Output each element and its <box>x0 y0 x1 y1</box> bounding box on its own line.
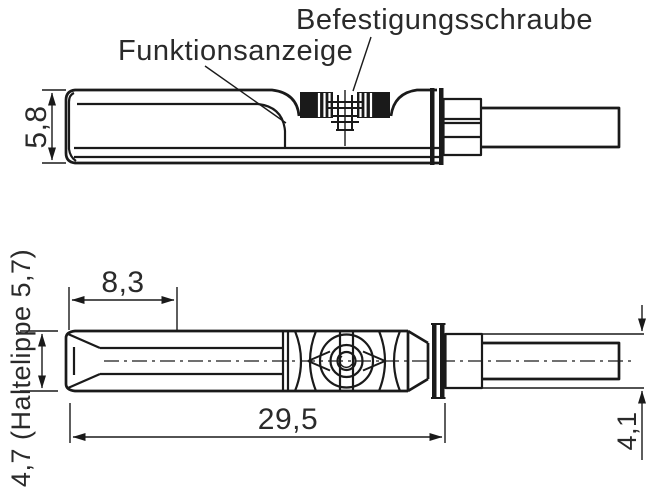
side-view <box>64 88 621 165</box>
plan-chamfer-lines <box>67 332 283 390</box>
side-connector-block <box>442 97 483 157</box>
dim-housing-height: 5,8 <box>20 105 53 148</box>
dim-side-note-ticks <box>20 330 58 392</box>
dim-side-note: 4,7 (Haltelippe 5,7) <box>6 249 36 487</box>
label-mounting-screw: Befestigungsschraube <box>296 4 593 36</box>
plan-body-outline <box>64 329 430 393</box>
side-cable <box>481 106 621 149</box>
screw-knurl-stripes <box>317 93 373 117</box>
screw-inner-arc <box>339 355 353 369</box>
plan-clamp-bars <box>432 324 445 398</box>
plan-view <box>64 323 635 399</box>
dim-nose-length: 8,3 <box>101 266 144 299</box>
side-body-inner-lines <box>67 91 443 162</box>
dim-body-length-ext <box>69 403 446 443</box>
dim-nose-length-ext <box>68 287 178 330</box>
dimensions: 5,8 8,3 29,5 4,7 (Haltelippe 5,7) 4,1 <box>6 89 646 487</box>
label-function-indicator: Funktionsanzeige <box>118 35 353 67</box>
dim-housing-height-ticks <box>42 89 66 164</box>
screw-slot-points <box>307 350 386 372</box>
leader-mounting-screw <box>352 36 372 92</box>
leader-function-indicator <box>204 65 287 124</box>
dim-body-length: 29,5 <box>258 403 318 436</box>
side-body-outline <box>64 88 443 165</box>
side-clamp-bars <box>430 88 444 165</box>
dim-connector-height-ext <box>483 333 644 389</box>
callout-labels: Befestigungsschraube Funktionsanzeige <box>118 4 593 124</box>
plan-clamp-caps <box>431 323 446 399</box>
dim-connector-height: 4,1 <box>612 411 642 450</box>
plan-connector-block <box>444 332 484 390</box>
